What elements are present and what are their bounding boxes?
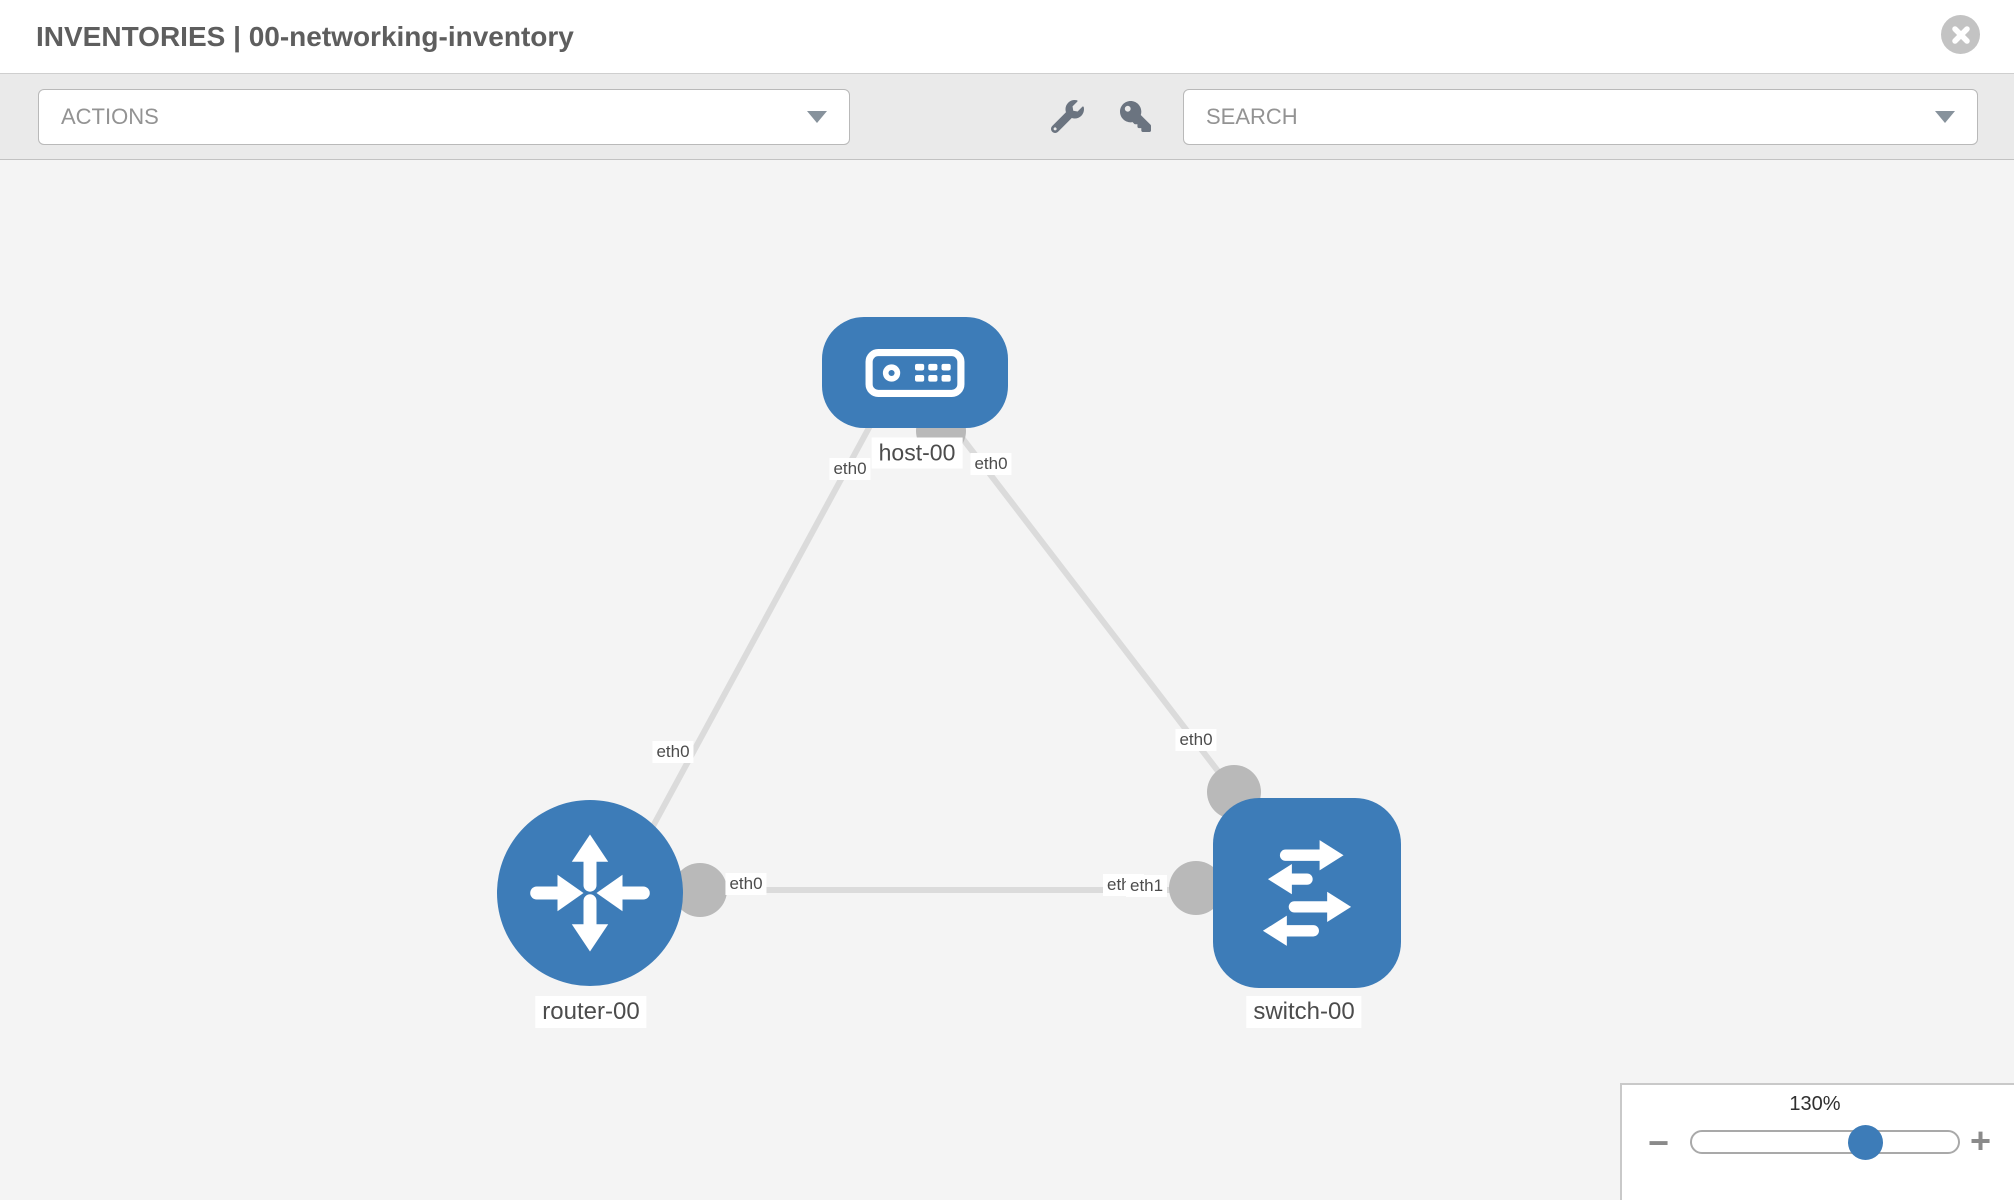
close-button[interactable] — [1941, 15, 1980, 54]
key-icon — [1119, 101, 1151, 132]
node-label-router-00: router-00 — [535, 996, 647, 1028]
chevron-down-icon — [1935, 111, 1955, 123]
search-dropdown[interactable]: SEARCH — [1183, 89, 1978, 145]
actions-dropdown[interactable]: ACTIONS — [38, 89, 850, 145]
actions-dropdown-label: ACTIONS — [61, 104, 159, 129]
zoom-panel: 130% − + — [1620, 1083, 2014, 1200]
interface-label-switch-eth1: eth1 — [1126, 875, 1168, 897]
interface-label-router-eth0: eth0 — [725, 873, 767, 895]
interface-label-overlap: eth0 eth1 — [1103, 874, 1169, 898]
zoom-slider-track[interactable] — [1690, 1130, 1960, 1154]
configure-button[interactable] — [1039, 74, 1095, 159]
search-dropdown-label: SEARCH — [1206, 104, 1298, 129]
host-icon — [865, 348, 965, 397]
interface-label-host-eth0-left: eth0 — [829, 458, 871, 480]
topology-canvas[interactable] — [0, 159, 2014, 1200]
node-host-00[interactable] — [822, 317, 1008, 428]
zoom-slider-thumb[interactable] — [1848, 1125, 1883, 1160]
close-icon — [1951, 25, 1970, 44]
node-router-00[interactable] — [497, 800, 683, 986]
interface-label-host-eth0-right: eth0 — [970, 453, 1012, 475]
node-label-switch-00: switch-00 — [1246, 996, 1362, 1028]
toolbar: ACTIONS SEARCH — [0, 73, 2014, 160]
switch-icon — [1262, 840, 1352, 946]
credentials-button[interactable] — [1107, 74, 1163, 159]
node-label-host-00: host-00 — [871, 437, 963, 469]
zoom-percent-label: 130% — [1789, 1093, 1841, 1115]
node-switch-00[interactable] — [1213, 798, 1401, 988]
zoom-in-button[interactable]: + — [1970, 1120, 1992, 1161]
header-bar: INVENTORIES | 00-networking-inventory — [0, 0, 2014, 73]
page-title: INVENTORIES | 00-networking-inventory — [36, 20, 574, 52]
interface-label-switch-eth0: eth0 — [1175, 729, 1217, 751]
chevron-down-icon — [807, 111, 827, 123]
interface-label-router-link-eth0: eth0 — [652, 741, 694, 763]
router-icon — [530, 834, 650, 952]
wrench-icon — [1050, 100, 1084, 133]
zoom-out-button[interactable]: − — [1648, 1122, 1670, 1163]
